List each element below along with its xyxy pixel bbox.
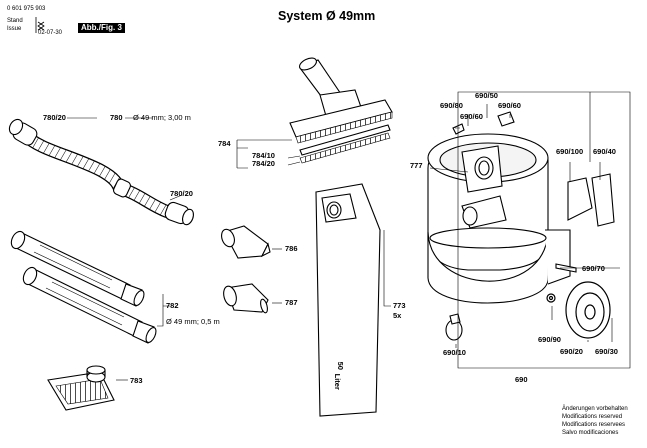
label-786: 786 (285, 244, 298, 253)
label-690-100: 690/100 (556, 147, 584, 156)
label-783: 783 (130, 376, 143, 385)
spec-782: Ø 49 mm; 0,5 m (166, 317, 220, 326)
leader-lines (67, 91, 631, 381)
hose-780 (8, 118, 194, 226)
bag-unit: Liter (332, 373, 342, 390)
footer-note-es: Salvo modificaciones (562, 430, 619, 436)
label-780-20-top: 780/20 (43, 113, 66, 122)
label-784: 784 (218, 139, 231, 148)
issue-symbol-icon (35, 17, 45, 33)
footer-note-de: Änderungen vorbehalten (562, 406, 628, 412)
label-690: 690 (515, 375, 528, 384)
footer-note-en: Modifications reserved (562, 414, 623, 420)
label-777: 777 (410, 161, 423, 170)
label-690-70: 690/70 (582, 264, 605, 273)
bag-volume: 50 (335, 361, 345, 370)
label-784-20: 784/20 (252, 159, 275, 168)
label-787: 787 (285, 298, 298, 307)
footer-note-fr: Modifications reservees (562, 422, 626, 428)
label-780-20-bottom: 780/20 (170, 189, 193, 198)
spec-780: Ø 49 mm; 3,00 m (133, 113, 191, 122)
label-780: 780 (110, 113, 123, 122)
label-690-80: 690/80 (440, 101, 463, 110)
label-690-40: 690/40 (593, 147, 616, 156)
vacuum-container (427, 111, 615, 304)
label-690-60-right: 690/60 (498, 101, 521, 110)
label-773-qty: 5x (393, 311, 402, 320)
floor-nozzle-784 (289, 57, 393, 164)
label-690-20: 690/20 (560, 347, 583, 356)
figure-label: Abb./Fig. 3 (78, 23, 125, 33)
issue-label: Issue (7, 26, 22, 32)
stand-label: Stand (7, 18, 23, 24)
label-690-50: 690/50 (475, 91, 498, 100)
wheel-690-20 (546, 281, 611, 339)
tube-782-upper (10, 230, 145, 307)
tube-782-lower (22, 266, 157, 344)
issue-date: 02-07-30 (38, 30, 63, 36)
nozzle-783 (47, 365, 115, 411)
label-690-60-left: 690/60 (460, 112, 483, 121)
nozzle-786 (221, 225, 271, 259)
label-773: 773 (393, 301, 406, 310)
label-782: 782 (166, 301, 179, 310)
label-690-10: 690/10 (443, 348, 466, 357)
filter-bag-773 (315, 183, 381, 417)
page-title: System Ø 49mm (278, 9, 376, 23)
castor-690-10 (445, 313, 463, 341)
adapter-787 (223, 283, 269, 314)
label-690-30: 690/30 (595, 347, 618, 356)
doc-number: 0 601 975 903 (7, 6, 46, 12)
label-784-10: 784/10 (252, 151, 275, 160)
label-690-90: 690/90 (538, 335, 561, 344)
